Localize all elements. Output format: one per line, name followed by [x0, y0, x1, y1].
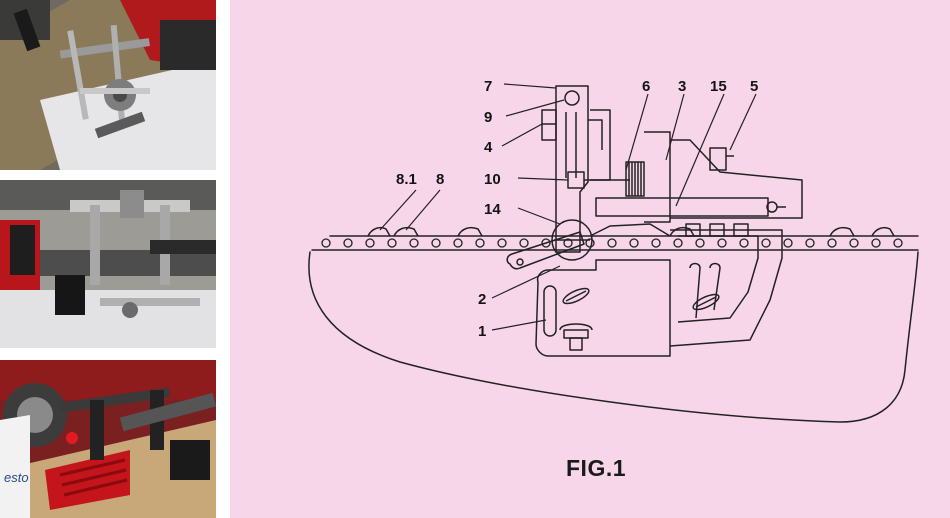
cutter-right-1: [829, 226, 855, 237]
photo-sharpener-closeup: [0, 180, 216, 348]
guide-part-1: [535, 259, 671, 357]
chain-rivet: [783, 238, 793, 248]
body-part-3: [644, 131, 671, 223]
chain-rivet: [475, 238, 485, 248]
chain-rivet: [387, 238, 397, 248]
chain-rivet: [651, 238, 661, 248]
chain-rivet: [431, 238, 441, 248]
figure-panel: 7 9 4 10 14 8.1 8 2 1 6 3 15 5 FIG.1: [230, 0, 950, 518]
lock-knob: [563, 329, 589, 339]
chain-rivet: [607, 238, 617, 248]
chain-rivet: [541, 238, 551, 248]
callout-9: 9: [484, 109, 492, 126]
chain-rivet: [849, 238, 859, 248]
chain-rivet: [497, 238, 507, 248]
cutter-8-1: [367, 226, 391, 237]
callout-15: 15: [710, 78, 727, 95]
photo-sharpener-top: [0, 0, 216, 170]
callout-10: 10: [484, 171, 501, 188]
chain-rivet: [717, 238, 727, 248]
cutter-mid-2: [669, 226, 695, 237]
chain-rivet: [519, 238, 529, 248]
callout-7: 7: [484, 78, 492, 95]
chain-rivet: [409, 238, 419, 248]
chain-rivet: [343, 238, 353, 248]
cutter-8: [393, 226, 419, 237]
pivot-hole-9: [564, 90, 580, 106]
chain-rivet: [805, 238, 815, 248]
photo-sharpener-red-base: esto: [0, 360, 216, 518]
pivot-hub-14: [551, 219, 593, 261]
callout-1: 1: [478, 323, 486, 340]
callout-2: 2: [478, 291, 486, 308]
callout-14: 14: [484, 201, 501, 218]
chain-rivet: [893, 238, 903, 248]
chain-rivet: [321, 238, 331, 248]
callout-8-1: 8.1: [396, 171, 417, 188]
guide-slot: [543, 285, 557, 337]
spring-part-15: [595, 197, 769, 217]
handle-part-2: [506, 231, 585, 270]
guide-bar-outline: [308, 251, 919, 423]
chain-rivet: [871, 238, 881, 248]
chain-rivet: [365, 238, 375, 248]
chain-rivet: [695, 238, 705, 248]
callout-3: 3: [678, 78, 686, 95]
callout-4: 4: [484, 139, 493, 156]
pin-part-5: [709, 147, 727, 171]
box-text: esto: [4, 470, 29, 485]
bracket-part-4: [541, 109, 557, 141]
chain-rivet: [629, 238, 639, 248]
figure-caption: FIG.1: [566, 455, 627, 481]
guide-bracket-right: [669, 229, 783, 347]
callout-5: 5: [750, 78, 758, 95]
frame-part-7: [555, 85, 589, 253]
cutter-mid-1: [457, 226, 483, 237]
cutter-right-2: [871, 226, 895, 237]
chain-rivet: [761, 238, 771, 248]
chain-rivet: [563, 238, 573, 248]
chain-rivet: [827, 238, 837, 248]
callout-8: 8: [436, 171, 444, 188]
chain-rivet: [673, 238, 683, 248]
chain-links: [321, 238, 903, 248]
chain-rivet: [739, 238, 749, 248]
sharpener-diagram: 7 9 4 10 14 8.1 8 2 1 6 3 15 5: [308, 78, 919, 423]
chain-rivet: [453, 238, 463, 248]
callout-6: 6: [642, 78, 650, 95]
